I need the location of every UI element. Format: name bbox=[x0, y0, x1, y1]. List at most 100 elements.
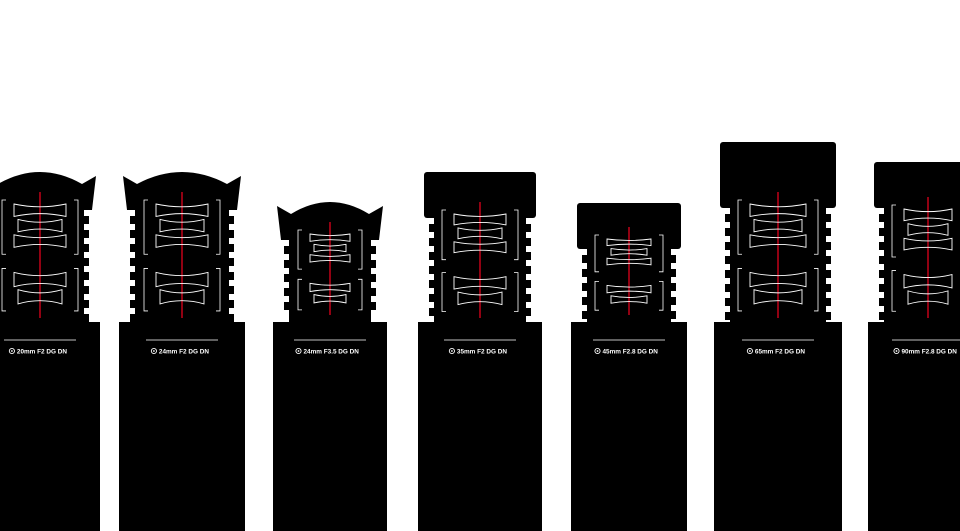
grip-ring bbox=[229, 314, 234, 322]
brand-mark-icon bbox=[150, 347, 157, 355]
lens-element bbox=[17, 289, 63, 305]
grip-ring bbox=[826, 214, 831, 222]
grip-ring bbox=[826, 242, 831, 250]
grip-ring bbox=[284, 260, 289, 268]
element-group-bracket bbox=[74, 199, 79, 255]
lens-6: 65mm F2 DG DN bbox=[714, 142, 842, 531]
grip-ring bbox=[130, 300, 135, 308]
grip-ring bbox=[526, 224, 531, 232]
grip-ring bbox=[725, 284, 730, 292]
element-group-bracket bbox=[297, 229, 302, 270]
grip-ring bbox=[671, 255, 676, 263]
lens-element bbox=[309, 254, 351, 263]
element-group-bracket bbox=[659, 234, 664, 273]
grip-ring bbox=[725, 228, 730, 236]
lens-2: 24mm F2 DG DN bbox=[119, 172, 245, 531]
lens-element bbox=[907, 223, 949, 236]
lens-mount-body bbox=[273, 322, 387, 531]
grip-ring bbox=[130, 314, 135, 322]
lens-hood bbox=[424, 172, 536, 218]
lens-hood bbox=[277, 202, 383, 240]
lens-element bbox=[903, 208, 953, 222]
grip-ring bbox=[725, 242, 730, 250]
grip-ring bbox=[130, 258, 135, 266]
grip-ring bbox=[284, 274, 289, 282]
grip-ring bbox=[130, 272, 135, 280]
lens-model-label: 24mm F3.5 DG DN bbox=[304, 349, 360, 356]
grip-ring bbox=[526, 238, 531, 246]
lens-element bbox=[155, 271, 209, 288]
lens-element bbox=[313, 243, 347, 253]
lens-hood bbox=[720, 142, 836, 208]
grip-ring bbox=[526, 308, 531, 316]
lens-element bbox=[903, 237, 953, 251]
lens-element bbox=[155, 203, 209, 217]
grip-ring bbox=[371, 260, 376, 268]
grip-ring bbox=[582, 255, 587, 263]
lens-3: 24mm F3.5 DG DN bbox=[273, 202, 387, 531]
element-group-bracket bbox=[814, 268, 819, 312]
grip-ring bbox=[429, 294, 434, 302]
element-group-bracket bbox=[441, 209, 446, 261]
lens-element bbox=[13, 234, 67, 248]
grip-ring bbox=[879, 270, 884, 278]
grip-ring bbox=[429, 266, 434, 274]
grip-ring bbox=[582, 311, 587, 319]
grip-ring bbox=[879, 256, 884, 264]
grip-ring bbox=[725, 214, 730, 222]
element-group-bracket bbox=[891, 270, 896, 312]
lens-element bbox=[907, 290, 949, 305]
lens-element bbox=[13, 271, 67, 288]
lens-hood bbox=[0, 172, 96, 210]
grip-ring bbox=[429, 280, 434, 288]
grip-ring bbox=[130, 244, 135, 252]
element-group-bracket bbox=[216, 268, 221, 312]
lens-element bbox=[159, 218, 205, 233]
lens-element bbox=[453, 213, 507, 226]
element-group-bracket bbox=[659, 281, 664, 311]
element-group-bracket bbox=[358, 278, 363, 311]
lens-element bbox=[610, 295, 648, 304]
lens-model-label: 35mm F2 DG DN bbox=[457, 349, 507, 356]
element-group-bracket bbox=[441, 272, 446, 312]
brand-mark-icon bbox=[594, 347, 601, 355]
grip-ring bbox=[284, 246, 289, 254]
lens-element bbox=[606, 257, 652, 266]
lens-element bbox=[753, 289, 803, 305]
brand-mark-icon bbox=[8, 347, 15, 355]
lens-element bbox=[13, 203, 67, 217]
grip-ring bbox=[879, 298, 884, 306]
grip-ring bbox=[826, 228, 831, 236]
lens-model-label: 20mm F2 DG DN bbox=[17, 349, 67, 356]
lens-mount-body bbox=[418, 322, 542, 531]
lens-model-label: 90mm F2.8 DG DN bbox=[902, 349, 958, 356]
grip-ring bbox=[826, 298, 831, 306]
grip-ring bbox=[582, 283, 587, 291]
lens-hood bbox=[874, 162, 960, 208]
element-group-bracket bbox=[737, 268, 742, 312]
lens-element bbox=[309, 282, 351, 293]
grip-ring bbox=[229, 272, 234, 280]
brand-mark-icon bbox=[295, 347, 302, 355]
element-group-bracket bbox=[814, 199, 819, 255]
lens-element bbox=[457, 291, 503, 306]
grip-ring bbox=[229, 230, 234, 238]
element-group-bracket bbox=[143, 268, 148, 312]
grip-ring bbox=[229, 286, 234, 294]
lens-mount-body bbox=[571, 322, 687, 531]
element-group-bracket bbox=[891, 204, 896, 258]
lens-element bbox=[610, 248, 648, 256]
lens-element bbox=[17, 218, 63, 233]
lens-element bbox=[753, 218, 803, 233]
element-group-bracket bbox=[358, 229, 363, 270]
element-group-bracket bbox=[594, 281, 599, 311]
grip-ring bbox=[284, 302, 289, 310]
grip-ring bbox=[229, 216, 234, 224]
grip-ring bbox=[429, 238, 434, 246]
lens-mount-body bbox=[119, 322, 245, 531]
grip-ring bbox=[725, 298, 730, 306]
grip-ring bbox=[429, 308, 434, 316]
lens-mount-body bbox=[0, 322, 100, 531]
grip-ring bbox=[84, 300, 89, 308]
